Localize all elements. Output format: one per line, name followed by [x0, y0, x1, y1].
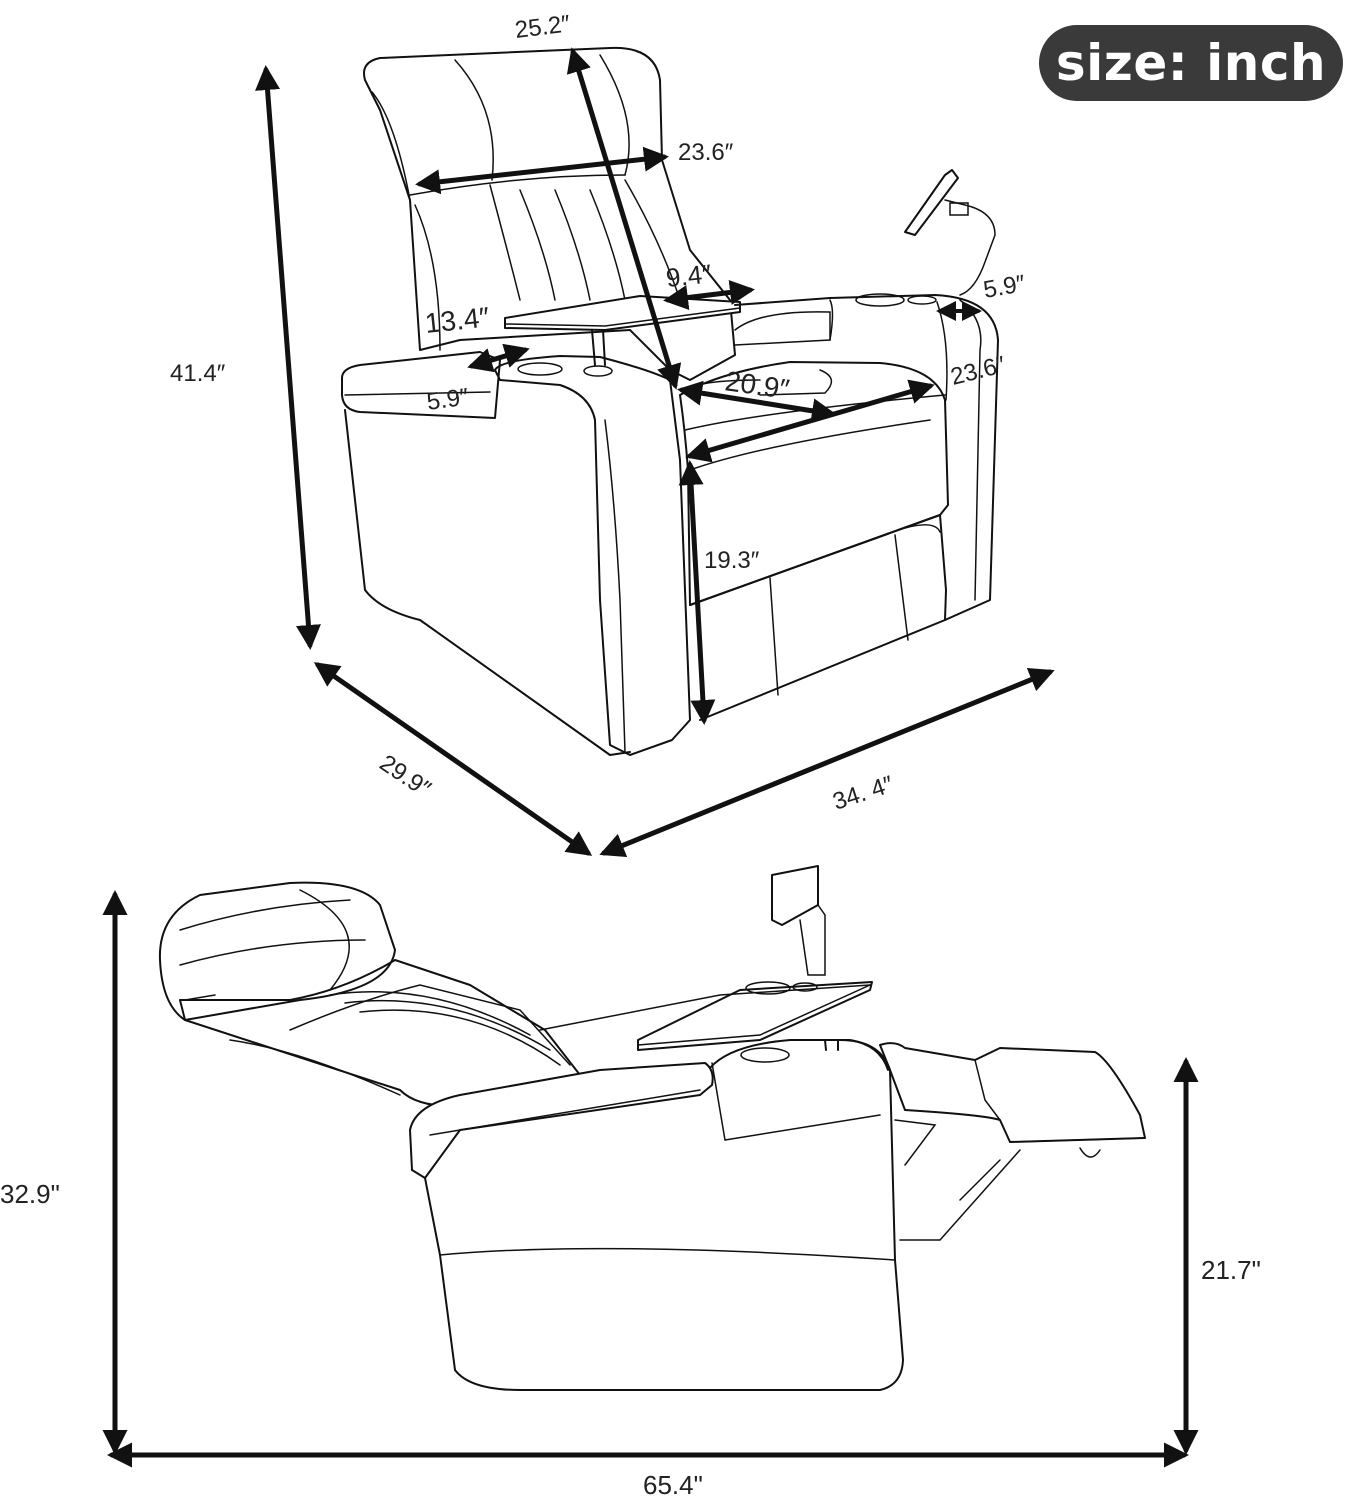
label-tray-length: 13.4″: [423, 301, 490, 339]
label-footrest-height: 21.7": [1201, 1255, 1261, 1285]
label-overall-height: 41.4″: [170, 360, 226, 387]
label-reclined-length: 65.4": [643, 1470, 703, 1500]
label-seat-width: 23.6″: [948, 351, 1009, 391]
label-overall-width: 34. 4″: [830, 771, 898, 816]
label-reclined-height: 32.9": [0, 1179, 60, 1209]
label-overall-depth: 29.9″: [375, 750, 436, 804]
label-headrest-width: 23.6″: [678, 139, 734, 166]
label-tray-depth: 9.4″: [664, 258, 712, 293]
upright-dimension-lines: [255, 47, 1055, 858]
unit-badge: size: inch: [1039, 25, 1343, 101]
label-left-arm-width: 5.9″: [425, 383, 471, 416]
label-seat-height: 19.3″: [704, 547, 760, 574]
reclined-chair-drawing: [158, 865, 1146, 1391]
reclined-dimension-lines: [102, 890, 1199, 1468]
reclined-dimension-labels: 32.9" 21.7" 65.4": [0, 1179, 1261, 1500]
label-right-arm-width: 5.9″: [981, 270, 1027, 304]
label-back-top-width: 25.2″: [513, 10, 572, 44]
